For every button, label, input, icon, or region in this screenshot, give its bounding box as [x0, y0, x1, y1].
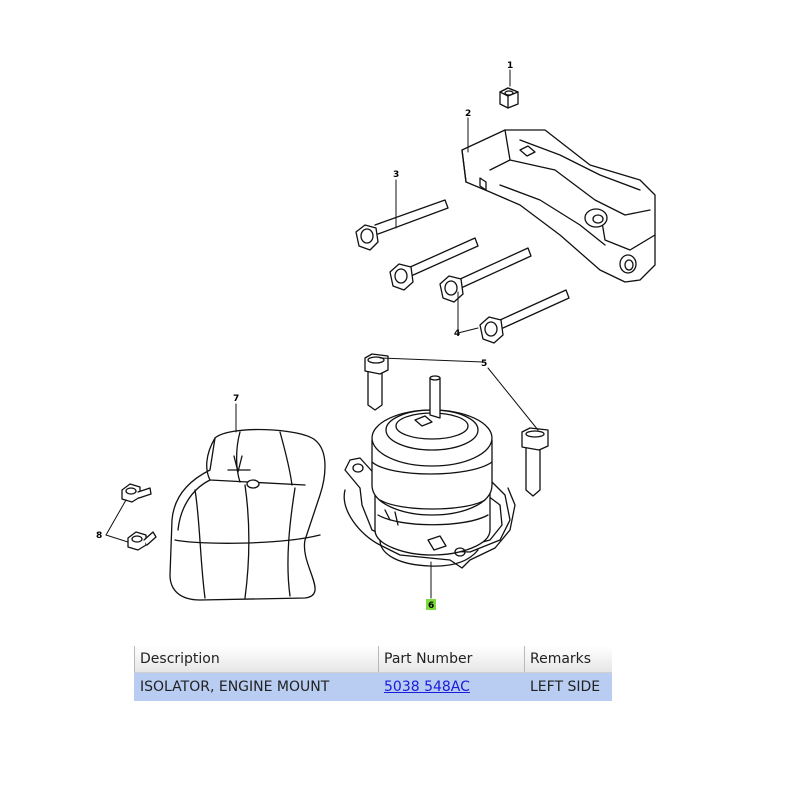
part-7-heat-shield[interactable]: [169, 428, 326, 601]
leader-lines: [105, 69, 539, 599]
callout-2[interactable]: 2: [465, 109, 471, 119]
part-8-screws[interactable]: [121, 483, 157, 551]
parts-table: Description Part Number Remarks ISOLATOR…: [134, 646, 612, 701]
part-2-bracket[interactable]: [461, 129, 656, 283]
part-1-nut[interactable]: [499, 87, 519, 109]
part-3-bolt[interactable]: [355, 199, 449, 251]
column-header-remarks[interactable]: Remarks: [524, 646, 612, 673]
cell-part-number: 5038 548AC: [378, 672, 525, 701]
part-5-bolts[interactable]: [364, 353, 549, 497]
part-number-link[interactable]: 5038 548AC: [384, 679, 470, 695]
cell-description: ISOLATOR, ENGINE MOUNT: [134, 672, 379, 701]
callout-7[interactable]: 7: [233, 394, 239, 404]
callout-8[interactable]: 8: [96, 531, 102, 541]
cell-remarks: LEFT SIDE: [524, 672, 612, 701]
callout-5[interactable]: 5: [481, 359, 487, 369]
column-header-description[interactable]: Description: [134, 646, 379, 673]
part-6-engine-mount-isolator[interactable]: [343, 375, 516, 569]
part-4-bolts[interactable]: [389, 237, 570, 344]
callout-4[interactable]: 4: [454, 329, 460, 339]
callout-6[interactable]: 6: [428, 601, 434, 611]
exploded-parts-diagram: 1 2 3 4 5 7 8 6: [96, 61, 656, 611]
column-header-part-number[interactable]: Part Number: [378, 646, 525, 673]
callout-1[interactable]: 1: [507, 61, 513, 71]
callout-6-highlight: [426, 599, 436, 610]
callout-3[interactable]: 3: [393, 170, 399, 180]
table-header-row: Description Part Number Remarks: [134, 646, 612, 673]
table-row[interactable]: ISOLATOR, ENGINE MOUNT 5038 548AC LEFT S…: [134, 672, 612, 701]
